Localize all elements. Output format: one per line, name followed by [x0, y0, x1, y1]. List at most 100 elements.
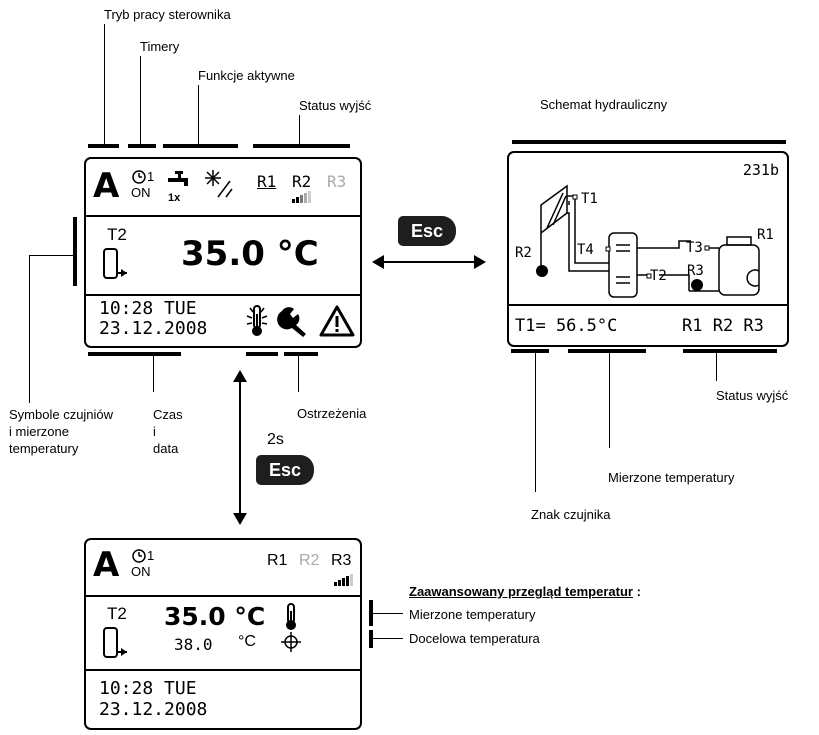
screen-hydraulic: 231b	[507, 151, 789, 347]
relay-r1: R1	[757, 227, 774, 243]
divider	[86, 669, 360, 671]
outputs-status: R1 R2 R3	[682, 316, 764, 336]
clock-icon	[132, 170, 146, 184]
leader-line	[153, 356, 154, 392]
output-r1: R1	[257, 172, 277, 191]
leader-line	[716, 353, 717, 381]
label-tryb: Tryb pracy sterownika	[104, 7, 231, 22]
relay-r3: R3	[687, 263, 704, 279]
divider	[86, 294, 360, 296]
label-znak: Znak czujnika	[531, 507, 611, 522]
hold-duration: 2s	[267, 431, 284, 448]
indicator-bar	[512, 140, 786, 144]
indicator-bar	[88, 144, 119, 148]
indicator-bar	[128, 144, 156, 148]
timer-number: 1	[147, 169, 155, 184]
clock-icon	[132, 549, 146, 563]
leader-line	[373, 638, 403, 639]
time-display: 10:28 TUE	[99, 678, 197, 699]
hydraulic-diagram	[536, 184, 760, 298]
indicator-bar	[369, 630, 373, 648]
divider	[86, 215, 360, 217]
sensor-t3: T3	[686, 240, 703, 256]
sensor-t2: T2	[650, 268, 667, 284]
indicator-bar	[683, 349, 777, 353]
mode-letter: A	[93, 166, 120, 206]
output-r3: R3	[327, 172, 347, 191]
tap-icon	[168, 171, 188, 186]
label-mierzone-right: Mierzone temperatury	[608, 470, 735, 485]
esc-key: Esc	[398, 216, 456, 246]
indicator-bar	[88, 352, 181, 356]
leader-line	[609, 353, 610, 448]
indicator-bar	[284, 352, 318, 356]
indicator-bar	[246, 352, 278, 356]
collector-icon	[540, 184, 568, 235]
output-r2: R2	[299, 552, 320, 569]
label-symbole: Symbole czujniów i mierzone temperatury	[9, 407, 114, 456]
date-display: 23.12.2008	[99, 699, 208, 720]
target-unit: °C	[238, 633, 256, 650]
sensor-label: T2	[107, 225, 127, 244]
tap-label: 1x	[168, 192, 181, 204]
temperature-value: 35.0 °C	[181, 234, 319, 274]
indicator-bar	[73, 217, 77, 286]
double-arrow-vertical	[233, 370, 247, 525]
indicator-bar	[511, 349, 549, 353]
valve-icon	[691, 279, 703, 291]
double-arrow	[372, 255, 486, 269]
screen-main: A 1 ON 1x R1 R2 R3 T2 35.0 °C	[84, 157, 362, 348]
screen-advanced: A 1 ON R1 R2 R3 T2 35.0 °C 38.0 °C 10:28…	[84, 538, 362, 730]
wrench-icon	[277, 307, 306, 337]
thermometer-icon	[246, 305, 268, 336]
label-funkcje: Funkcje aktywne	[198, 68, 295, 83]
leader-line	[198, 85, 199, 146]
label-ostrzezenia: Ostrzeżenia	[297, 406, 367, 421]
signal-bars-icon	[292, 191, 311, 203]
leader-line	[140, 56, 141, 146]
output-r2: R2	[292, 172, 312, 191]
label-mierzone-bottom: Mierzone temperatury	[409, 607, 536, 622]
leader-line	[298, 356, 299, 392]
leader-line	[104, 24, 105, 146]
target-value: 38.0	[174, 635, 213, 654]
leader-line	[373, 613, 403, 614]
target-icon	[281, 632, 301, 652]
leader-line	[29, 255, 73, 256]
tank-icon	[103, 627, 127, 658]
sensor-label: T2	[107, 604, 127, 623]
tank-icon	[103, 248, 127, 279]
scheme-code: 231b	[742, 161, 779, 179]
timer-state: ON	[131, 564, 151, 579]
sensor-t4: T4	[577, 242, 594, 258]
warning-icon	[319, 305, 355, 337]
indicator-bar	[369, 600, 373, 626]
leader-line	[29, 255, 30, 403]
output-r3: R3	[331, 552, 352, 569]
label-status-right: Status wyjść	[716, 388, 789, 403]
label-zaawansowany: Zaawansowany przegląd temperatur :	[409, 584, 641, 599]
sensor-reading: T1= 56.5°C	[515, 316, 618, 336]
sensor-t1: T1	[581, 191, 598, 207]
indicator-bar	[568, 349, 646, 353]
mode-letter: A	[93, 545, 120, 585]
divider	[509, 304, 787, 306]
thermometer-icon	[286, 603, 296, 630]
label-timery: Timery	[140, 39, 180, 54]
indicator-bar	[253, 144, 350, 148]
indicator-bar	[163, 144, 238, 148]
time-display: 10:28 TUE	[99, 298, 197, 319]
pump-icon	[536, 265, 548, 277]
signal-bars-icon	[334, 574, 353, 586]
output-r1: R1	[267, 552, 288, 569]
label-schemat: Schemat hydrauliczny	[540, 97, 668, 112]
label-docelowa: Docelowa temperatura	[409, 631, 540, 646]
label-status-top: Status wyjść	[299, 98, 372, 113]
leader-line	[299, 115, 300, 146]
date-display: 23.12.2008	[99, 318, 208, 339]
temperature-value: 35.0 °C	[164, 602, 266, 631]
timer-number: 1	[147, 548, 155, 563]
snowflake-icon	[205, 170, 233, 198]
leader-line	[535, 353, 536, 492]
relay-r2: R2	[515, 245, 532, 261]
